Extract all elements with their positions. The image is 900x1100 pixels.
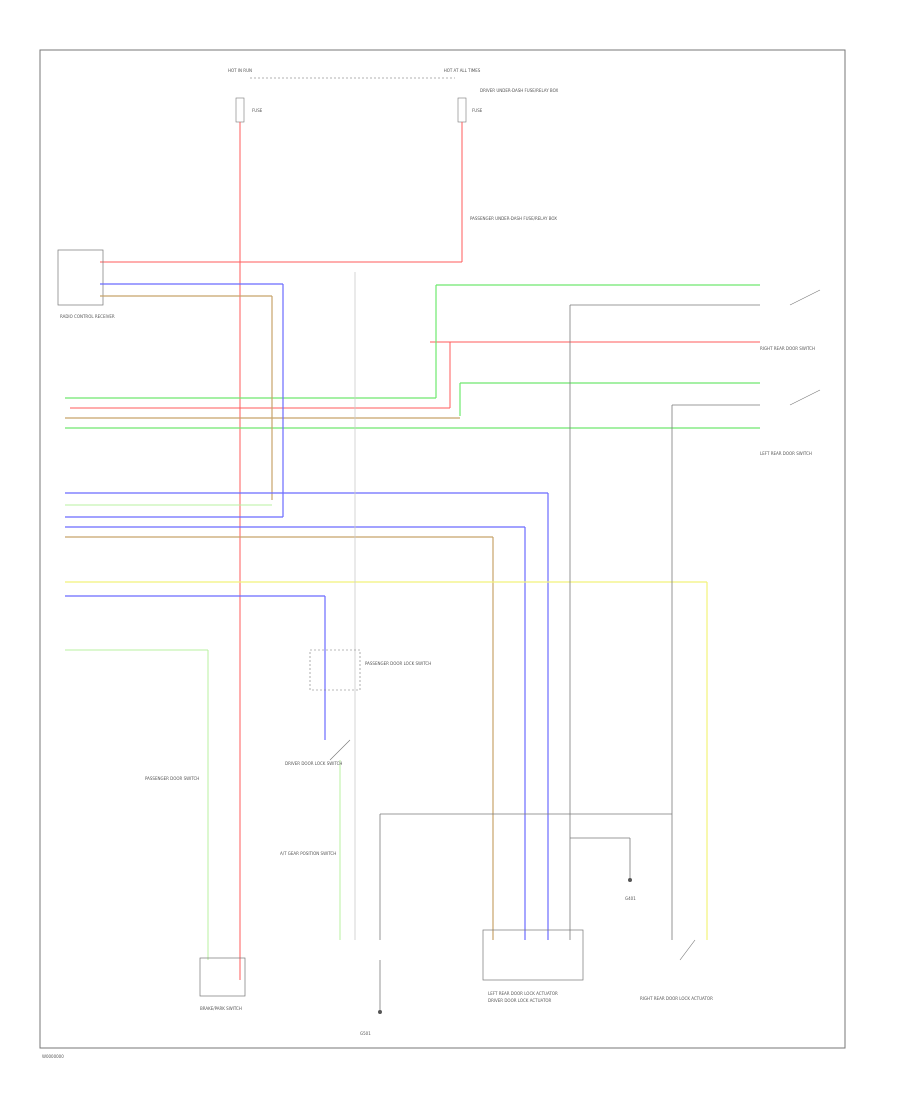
passenger-fuse-box-label: PASSENGER UNDER-DASH FUSE/RELAY BOX	[470, 216, 557, 221]
svg-text:FUSE: FUSE	[472, 108, 483, 113]
left-rear-actuator-box	[482, 929, 584, 981]
passenger-door-lock-switch-label: PASSENGER DOOR LOCK SWITCH	[365, 661, 431, 666]
passenger-door-switch-label: PASSENGER DOOR SWITCH	[145, 776, 199, 781]
passenger-door-lock-switch	[309, 649, 361, 691]
green-wires	[65, 284, 760, 429]
driver-door-lock-switch-label: DRIVER DOOR LOCK SWITCH	[285, 761, 342, 766]
gray-wires	[354, 272, 760, 1010]
orange-wires	[65, 295, 494, 940]
ground-icon	[378, 1010, 382, 1014]
ground-label-1: G401	[625, 896, 636, 901]
radio-control-receiver-box	[57, 249, 104, 306]
gear-position-switch-label: A/T GEAR POSITION SWITCH	[280, 851, 336, 856]
right-rear-actuator-label: RIGHT REAR DOOR LOCK ACTUATOR	[640, 996, 713, 1001]
switch-icon	[679, 939, 696, 961]
switch-icon	[789, 289, 821, 406]
light-green-wires	[65, 504, 341, 960]
ground-icon	[628, 878, 632, 882]
brake-park-switch-label: BRAKE/PARK SWITCH	[200, 1006, 242, 1011]
fuse-box-label-driver: DRIVER UNDER-DASH FUSE/RELAY BOX	[480, 88, 558, 93]
driver-door-lock-actuator-label: DRIVER DOOR LOCK ACTUATOR	[488, 998, 552, 1003]
hot-label-2: HOT AT ALL TIMES	[444, 68, 481, 73]
figure-code: W0000000	[42, 1054, 64, 1059]
red-power-wires	[70, 122, 760, 980]
right-rear-door-switch-label: RIGHT REAR DOOR SWITCH	[760, 346, 815, 351]
ground-label-2: G501	[360, 1031, 371, 1036]
left-rear-actuator-label: LEFT REAR DOOR LOCK ACTUATOR	[488, 991, 558, 996]
fuse-icon: FUSE	[457, 97, 483, 123]
svg-text:FUSE: FUSE	[252, 108, 263, 113]
yellow-wire	[65, 581, 708, 940]
hot-label-1: HOT IN RUN	[228, 68, 252, 73]
blue-wires	[65, 283, 549, 940]
driver-door-lock-switch	[329, 739, 351, 761]
radio-receiver-label: RADIO CONTROL RECEIVER	[60, 314, 115, 319]
fuse-icon: FUSE	[235, 97, 263, 123]
brake-park-switch-box	[199, 957, 246, 997]
diagram-border	[39, 49, 846, 1049]
left-rear-door-switch-label: LEFT REAR DOOR SWITCH	[760, 451, 812, 456]
